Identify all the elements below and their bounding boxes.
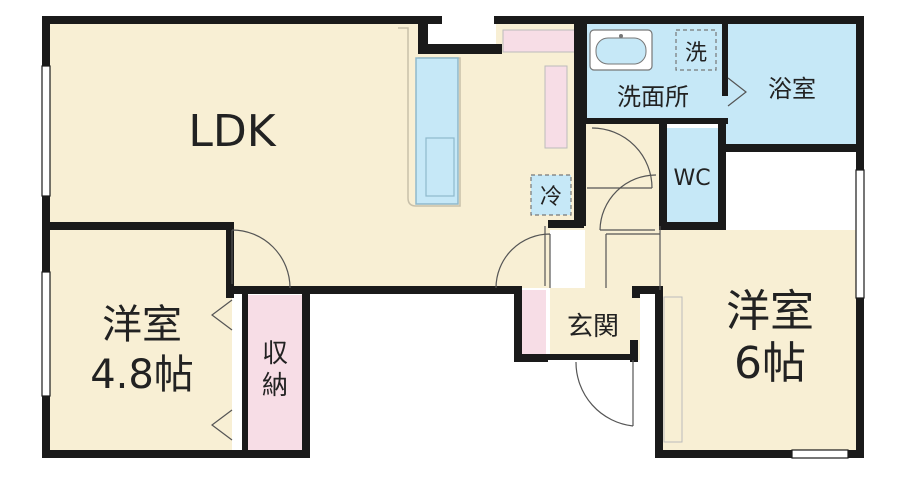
bath-floor — [725, 22, 857, 150]
kitchen-shelf — [502, 29, 584, 53]
storage-floor — [248, 295, 303, 450]
western-large-size: 6帖 — [734, 338, 806, 389]
wc-label: WC — [673, 166, 710, 191]
window-large-room-bottom — [791, 449, 849, 459]
wc-floor — [665, 128, 725, 226]
washbasin — [589, 29, 653, 71]
western-large-name: 洋室 — [726, 286, 814, 337]
windows — [41, 65, 865, 459]
western-small-name: 洋室 — [102, 302, 182, 348]
doors — [211, 77, 747, 441]
washer-label: 洗 — [685, 41, 707, 66]
kitchen-counter — [398, 27, 461, 207]
western-small-floor — [48, 226, 232, 452]
shoe-box — [522, 290, 546, 354]
western-small-size: 4.8帖 — [90, 352, 194, 398]
fridge-label: 冷 — [540, 185, 562, 210]
entrance-floor — [550, 288, 640, 360]
window-small-room — [41, 271, 51, 397]
window-large-room — [855, 169, 865, 299]
washer-box — [675, 29, 717, 71]
large-room-closet — [663, 296, 683, 443]
western-large-floor — [660, 230, 857, 452]
sink — [425, 137, 455, 197]
fridge-box — [530, 174, 572, 216]
storage-label-2: 納 — [262, 371, 288, 401]
bath-label: 浴室 — [768, 75, 816, 103]
washroom-label: 洗面所 — [617, 83, 689, 111]
labels: LDK 洋室 4.8帖 収 納 洗面所 洗 浴室 WC 冷 玄関 洋室 6帖 — [90, 41, 816, 401]
window-ldk — [41, 65, 51, 197]
ldk-label: LDK — [188, 106, 276, 157]
storage-label-1: 収 — [262, 339, 288, 369]
kitchen-cabinet — [544, 65, 568, 149]
entrance-label: 玄関 — [567, 312, 619, 342]
corridor-floor — [585, 122, 665, 290]
